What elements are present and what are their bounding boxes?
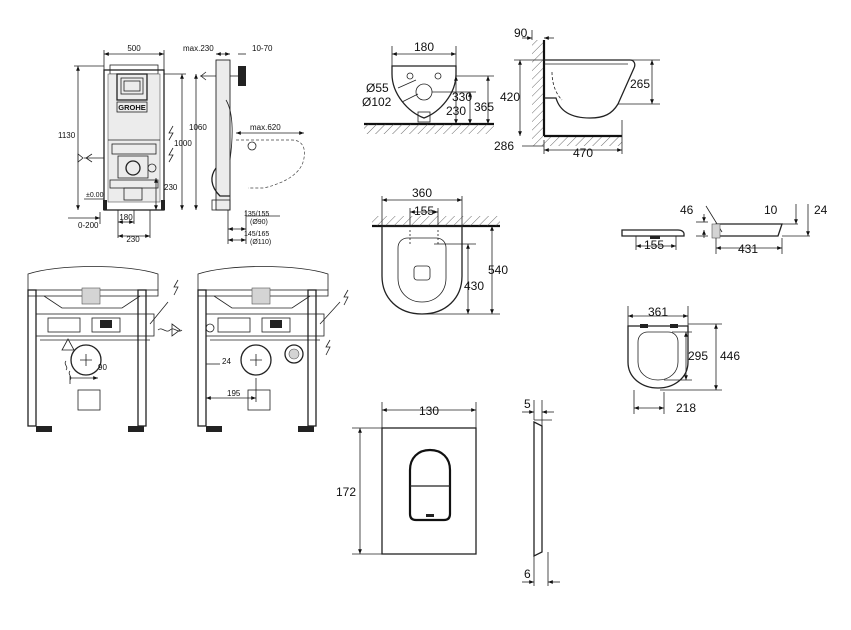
inner-height-label: 1060 [189, 123, 207, 132]
bowl-length-label: 470 [573, 146, 593, 160]
adjust-range-label: 10-70 [252, 44, 273, 53]
outlet-b-sub-label: (Ø110) [250, 239, 271, 246]
seat-plan-view: 361 295 446 218 [627, 305, 740, 415]
bolt-spacing-label: 230 [126, 235, 140, 244]
seat-plan-depth-label: 218 [676, 401, 696, 415]
bowl-plan-width-label: 360 [412, 186, 432, 200]
axis-distance-label: 180 [119, 213, 133, 222]
bowl-base-label: 286 [494, 139, 514, 153]
install-offset-a-label: 90 [98, 363, 107, 372]
plate-height-label: 172 [336, 485, 356, 499]
bowl-rim-label: 265 [630, 77, 650, 91]
bowl-rear-view: 180 Ø55 Ø102 330 230 365 [362, 40, 494, 134]
outlet-b-label: 145/165 [244, 231, 269, 238]
install-offset-b-label: 24 [222, 357, 231, 366]
bowl-plan-view: 360 155 540 430 [372, 186, 508, 315]
bowl-rear-d1-label: Ø55 [366, 81, 389, 95]
seat-hinge-label: 155 [644, 238, 664, 252]
bowl-plan-inner-width-label: 155 [414, 204, 434, 218]
bowl-rear-d2-label: Ø102 [362, 95, 392, 109]
outlet-a-label: 135/155 [244, 211, 269, 218]
wall-distance-label: 90 [514, 26, 528, 40]
flush-plate-side: 5 6 [522, 397, 560, 586]
bowl-plan-length-label: 540 [488, 263, 508, 277]
inlet-height-label: 1000 [174, 139, 192, 148]
seat-gap-label: 10 [764, 203, 778, 217]
bowl-rear-width-label: 180 [414, 40, 434, 54]
bowl-height-label: 420 [500, 90, 520, 104]
seat-plan-width-label: 361 [648, 305, 668, 319]
floor-range-label: 0-200 [78, 221, 99, 230]
frame-width-label: 500 [127, 44, 141, 53]
install-detail-right: 24 195 [197, 266, 349, 432]
plate-width-label: 130 [419, 404, 439, 418]
seat-plan-inner-label: 295 [688, 349, 708, 363]
seat-length-label: 431 [738, 242, 758, 256]
install-offset-c-label: 195 [227, 389, 241, 398]
brand-logo: GROHE [118, 103, 146, 112]
bolt-height-label: 230 [164, 183, 178, 192]
frame-depth-label: max.230 [183, 44, 214, 53]
seat-thickness-label: 46 [680, 203, 694, 217]
install-detail-left: 90 [27, 266, 183, 432]
bowl-elevation-view: 90 420 265 286 470 [494, 26, 660, 160]
outlet-a-sub-label: (Ø90) [250, 219, 268, 226]
seat-plan-length-label: 446 [720, 349, 740, 363]
frame-side-view: max.230 10-70 1060 max.620 135/155 (Ø90)… [183, 44, 305, 246]
max-reach-label: max.620 [250, 123, 281, 132]
frame-front-view: GROHE 500 1130 1000 230 ±0.00 [58, 44, 192, 244]
zero-level-label: ±0.00 [86, 192, 104, 199]
frame-height-label: 1130 [58, 131, 76, 140]
bowl-rear-h2-label: 230 [446, 104, 466, 118]
bowl-rear-h3-label: 365 [474, 100, 494, 114]
seat-height-label: 24 [814, 203, 828, 217]
plate-top-depth-label: 5 [524, 397, 531, 411]
bowl-rear-h1-label: 330 [452, 90, 472, 104]
flush-plate-front: 130 172 [336, 402, 477, 555]
seat-side-view: 155 46 10 24 431 [621, 203, 828, 256]
plate-bottom-depth-label: 6 [524, 567, 531, 581]
bowl-plan-inner-length-label: 430 [464, 279, 484, 293]
